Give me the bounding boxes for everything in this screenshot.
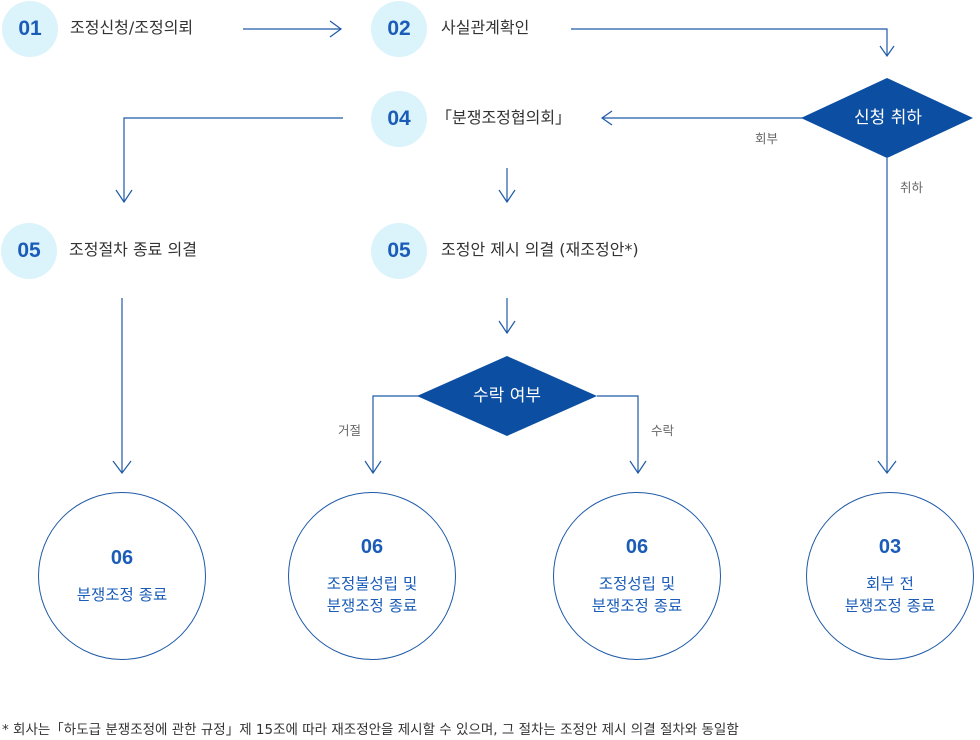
- step-05a-label: 조정절차 종료 의결: [69, 240, 197, 259]
- step-05b-label: 조정안 제시 의결 (재조정안*): [441, 240, 639, 259]
- edge-label-rejected: 거절: [338, 423, 362, 438]
- outcome-end-a-text: 분쟁조정 종료: [76, 586, 168, 604]
- outcome-end-a: 06 분쟁조정 종료: [38, 492, 206, 660]
- arrowhead-05b-to-accept: [498, 320, 516, 335]
- arrowhead-02-to-withdraw: [879, 45, 895, 58]
- arrowhead-04-to-05a: [115, 189, 133, 204]
- outcome-end-d: 03 회부 전 분쟁조정 종료: [806, 492, 974, 660]
- arrow-04-to-05a: [123, 117, 343, 202]
- arrowhead-accept-to-rejected: [364, 460, 382, 475]
- footnote: * 회사는「하도급 분쟁조정에 관한 규정」제 15조에 따라 재조정안을 제시…: [2, 722, 739, 738]
- step-02-badge: 02: [371, 1, 427, 57]
- outcome-end-d-text: 회부 전 분쟁조정 종료: [844, 575, 936, 615]
- outcome-end-c-number: 06: [625, 536, 649, 558]
- arrowhead-withdraw-to-04: [600, 110, 613, 126]
- outcome-end-b-text: 조정불성립 및 분쟁조정 종료: [326, 575, 418, 615]
- edge-label-accepted: 수락: [651, 423, 675, 438]
- outcome-end-a-number: 06: [110, 547, 134, 569]
- arrowhead-04-to-05b: [498, 189, 516, 204]
- step-05b-badge: 05: [371, 223, 427, 279]
- edge-label-withdrawal: 취하: [900, 180, 924, 195]
- outcome-end-d-number: 03: [878, 536, 902, 558]
- arrowhead-withdraw-to-03: [877, 460, 897, 474]
- arrow-accept-to-rejected: [372, 395, 419, 473]
- withdraw-decision-label: 신청 취하: [854, 108, 922, 128]
- arrow-02-to-withdraw: [571, 28, 888, 56]
- step-01-label: 조정신청/조정의뢰: [70, 18, 194, 37]
- arrowhead-01-to-02: [329, 20, 343, 38]
- step-05a-badge: 05: [1, 223, 57, 279]
- outcome-end-c: 06 조정성립 및 분쟁조정 종료: [553, 492, 721, 660]
- outcome-end-c-text: 조정성립 및 분쟁조정 종료: [591, 575, 683, 615]
- step-04-label: 「분쟁조정협의회」: [436, 108, 572, 127]
- step-04-badge: 04: [371, 91, 427, 147]
- step-01-badge: 01: [2, 1, 58, 57]
- outcome-end-b: 06 조정불성립 및 분쟁조정 종료: [288, 492, 456, 660]
- outcome-end-b-number: 06: [360, 536, 384, 558]
- withdraw-diamond: [801, 78, 973, 158]
- step-02-label: 사실관계확인: [441, 18, 530, 37]
- accept-diamond: [417, 356, 597, 436]
- arrow-accept-to-accepted: [597, 395, 639, 473]
- arrowhead-05a-to-end-a: [112, 460, 132, 474]
- accept-decision-label: 수락 여부: [473, 386, 541, 406]
- arrowhead-accept-to-accepted: [629, 460, 647, 475]
- edge-label-referral: 회부: [755, 131, 779, 146]
